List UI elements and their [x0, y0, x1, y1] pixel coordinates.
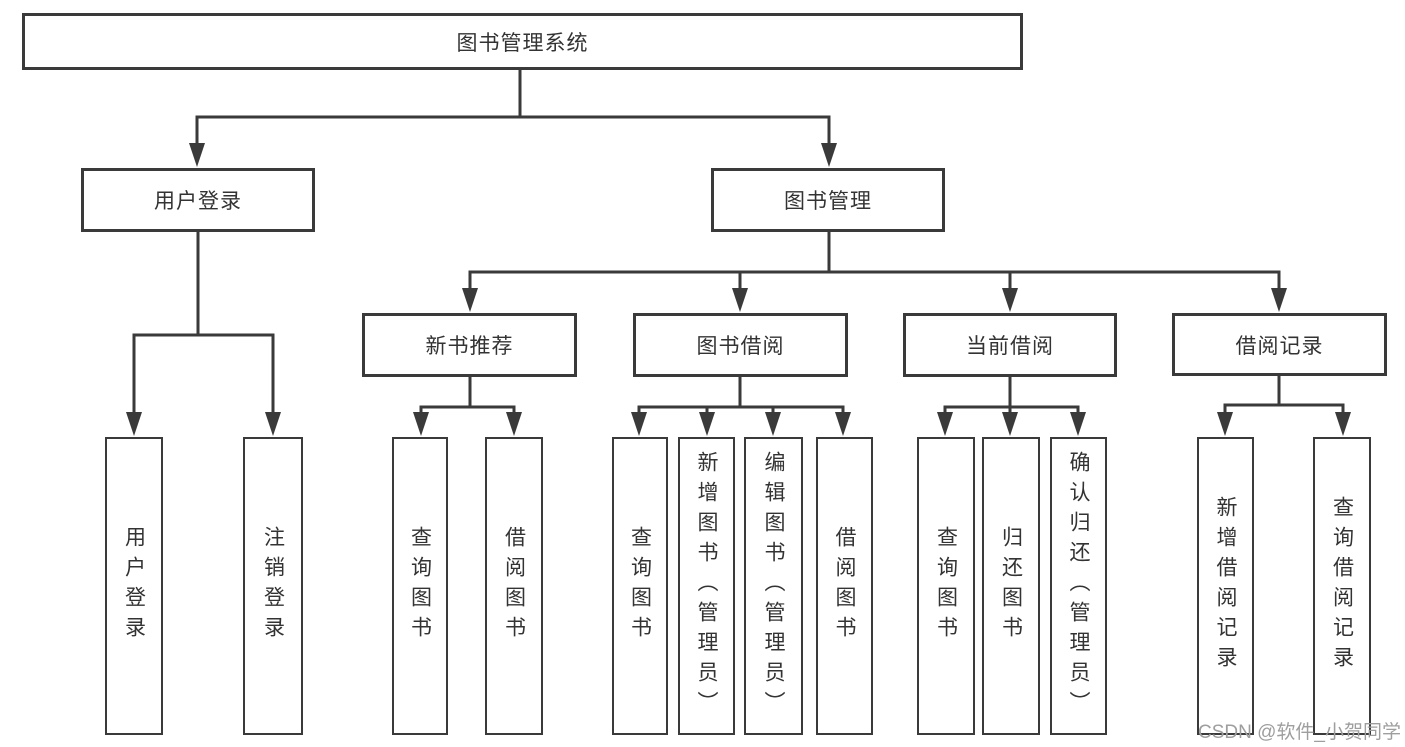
leaf-label: 归还图书 [999, 526, 1023, 646]
leaf-label: 确认归还（管理员） [1067, 451, 1090, 721]
node-label: 图书借阅 [696, 335, 785, 358]
leaf-label: 注销登录 [261, 526, 285, 646]
leaf-logout: 注销登录 [243, 437, 303, 735]
leaf-label: 新增借阅记录 [1214, 496, 1237, 676]
leaf-confirm-return-admin: 确认归还（管理员） [1050, 437, 1107, 735]
leaf-label: 用户登录 [122, 526, 146, 646]
node-root-label: 图书管理系统 [456, 31, 589, 55]
leaf-borrow-books-recommend: 借阅图书 [485, 437, 543, 735]
node-root-system: 图书管理系统 [22, 13, 1023, 70]
leaf-label: 借阅图书 [502, 526, 526, 646]
node-current-borrowing: 当前借阅 [903, 313, 1117, 377]
node-label: 用户登录 [154, 190, 242, 213]
leaf-query-books-recommend: 查询图书 [392, 437, 448, 735]
node-new-book-recommend: 新书推荐 [362, 313, 577, 377]
leaf-label: 查询图书 [628, 526, 652, 646]
node-book-management-module: 图书管理 [711, 168, 945, 232]
leaf-user-login: 用户登录 [105, 437, 163, 735]
leaf-edit-books-admin: 编辑图书（管理员） [744, 437, 803, 735]
node-user-login-module: 用户登录 [81, 168, 315, 232]
leaf-query-books-current: 查询图书 [917, 437, 975, 735]
csdn-watermark: CSDN @软件_小贺同学 [1198, 722, 1401, 743]
leaf-add-books-admin: 新增图书（管理员） [678, 437, 735, 735]
leaf-query-borrow-record: 查询借阅记录 [1313, 437, 1371, 735]
node-label: 图书管理 [784, 190, 872, 213]
leaf-label: 查询图书 [934, 526, 958, 646]
leaf-label: 新增图书（管理员） [695, 451, 718, 721]
node-label: 新书推荐 [425, 335, 514, 358]
node-label: 当前借阅 [966, 335, 1054, 358]
node-borrowing-records: 借阅记录 [1172, 313, 1387, 376]
leaf-query-books-borrowing: 查询图书 [612, 437, 668, 735]
leaf-label: 查询借阅记录 [1330, 496, 1354, 676]
node-book-borrowing: 图书借阅 [633, 313, 848, 377]
leaf-borrow-books: 借阅图书 [816, 437, 873, 735]
node-label: 借阅记录 [1235, 334, 1324, 358]
leaf-return-books: 归还图书 [982, 437, 1040, 735]
leaf-add-borrow-record: 新增借阅记录 [1197, 437, 1254, 735]
leaf-label: 编辑图书（管理员） [762, 451, 785, 721]
leaf-label: 查询图书 [408, 526, 432, 646]
leaf-label: 借阅图书 [833, 526, 856, 646]
